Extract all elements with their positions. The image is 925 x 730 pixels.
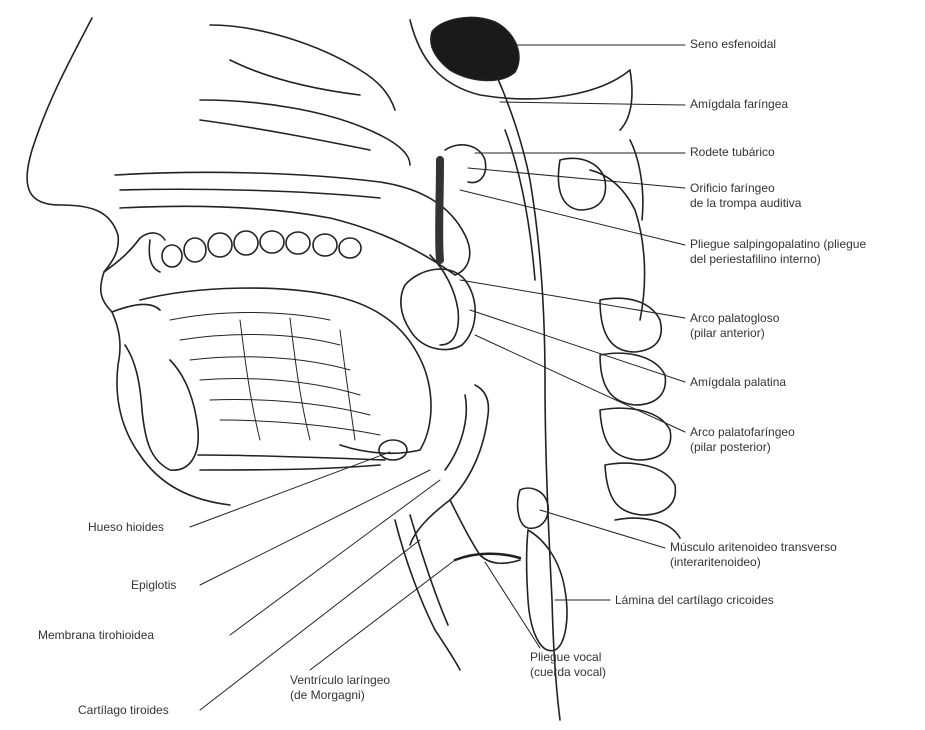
label-arco-palatofaringeo: Arco palatofaríngeo (pilar posterior) xyxy=(690,425,795,455)
label-pliegue-vocal: Pliegue vocal (cuerda vocal) xyxy=(530,650,606,680)
label-arco-palatofar-line1: Arco palatofaríngeo xyxy=(690,425,795,440)
hyoid-bone xyxy=(379,440,407,460)
vertebral-column xyxy=(558,140,680,538)
label-orificio-line2: de la trompa auditiva xyxy=(690,196,801,211)
label-ventriculo-line2: (de Morgagni) xyxy=(290,688,390,703)
arytenoid-shape xyxy=(518,488,549,528)
label-musculo-line1: Músculo aritenoideo transverso xyxy=(670,540,837,555)
label-rodete-tubarico: Rodete tubárico xyxy=(690,145,775,160)
label-membrana-tirohioidea: Membrana tirohioidea xyxy=(38,628,154,643)
label-epiglotis: Epiglotis xyxy=(131,578,176,593)
label-pliegue-salp-line1: Pliegue salpingopalatino (pliegue xyxy=(690,237,866,252)
label-amigdala-palatina: Amígdala palatina xyxy=(690,375,786,390)
label-pliegue-vocal-line2: (cuerda vocal) xyxy=(530,665,606,680)
sphenoid-sinus-outline xyxy=(431,17,519,80)
label-seno-esfenoidal: Seno esfenoidal xyxy=(690,37,776,52)
nasal-concha-upper xyxy=(210,25,395,110)
hard-palate xyxy=(115,172,470,275)
label-orificio-faringeo: Orificio faríngeo de la trompa auditiva xyxy=(690,181,801,211)
mandible xyxy=(125,345,198,470)
label-arco-palatofar-line2: (pilar posterior) xyxy=(690,440,795,455)
tongue xyxy=(140,288,431,453)
label-cartilago-tiroides: Cartílago tiroides xyxy=(78,703,169,718)
label-orificio-line1: Orificio faríngeo xyxy=(690,181,801,196)
label-pliegue-salp-line2: del periestafilino interno) xyxy=(690,252,866,267)
upper-lip xyxy=(104,233,165,272)
label-pliegue-salpingopalatino: Pliegue salpingopalatino (pliegue del pe… xyxy=(690,237,866,267)
vocal-fold-line xyxy=(455,554,520,560)
nasal-concha-middle xyxy=(230,60,360,95)
label-arco-palatogloso-line1: Arco palatogloso xyxy=(690,311,779,326)
label-pliegue-vocal-line1: Pliegue vocal xyxy=(530,650,606,665)
thyroid-cartilage-shape xyxy=(395,520,460,670)
tubal-torus xyxy=(445,145,486,183)
label-arco-palatogloso-line2: (pilar anterior) xyxy=(690,326,779,341)
label-musculo-aritenoideo: Músculo aritenoideo transverso (interari… xyxy=(670,540,837,570)
label-arco-palatogloso: Arco palatogloso (pilar anterior) xyxy=(690,311,779,341)
lower-lip xyxy=(112,304,160,312)
label-hueso-hioides: Hueso hioides xyxy=(88,520,164,535)
label-ventriculo-laringeo: Ventrículo laríngeo (de Morgagni) xyxy=(290,673,390,703)
label-amigdala-faringea: Amígdala faríngea xyxy=(690,97,788,112)
cricoid-lamina-shape xyxy=(527,530,567,651)
label-musculo-line2: (interaritenoideo) xyxy=(670,555,837,570)
upper-teeth xyxy=(162,231,361,267)
nasal-concha-lower xyxy=(200,100,410,165)
label-lamina-cricoides: Lámina del cartílago cricoides xyxy=(615,593,774,608)
pharynx-posterior-wall xyxy=(480,40,560,720)
label-ventriculo-line1: Ventrículo laríngeo xyxy=(290,673,390,688)
leader-lines xyxy=(190,45,685,710)
